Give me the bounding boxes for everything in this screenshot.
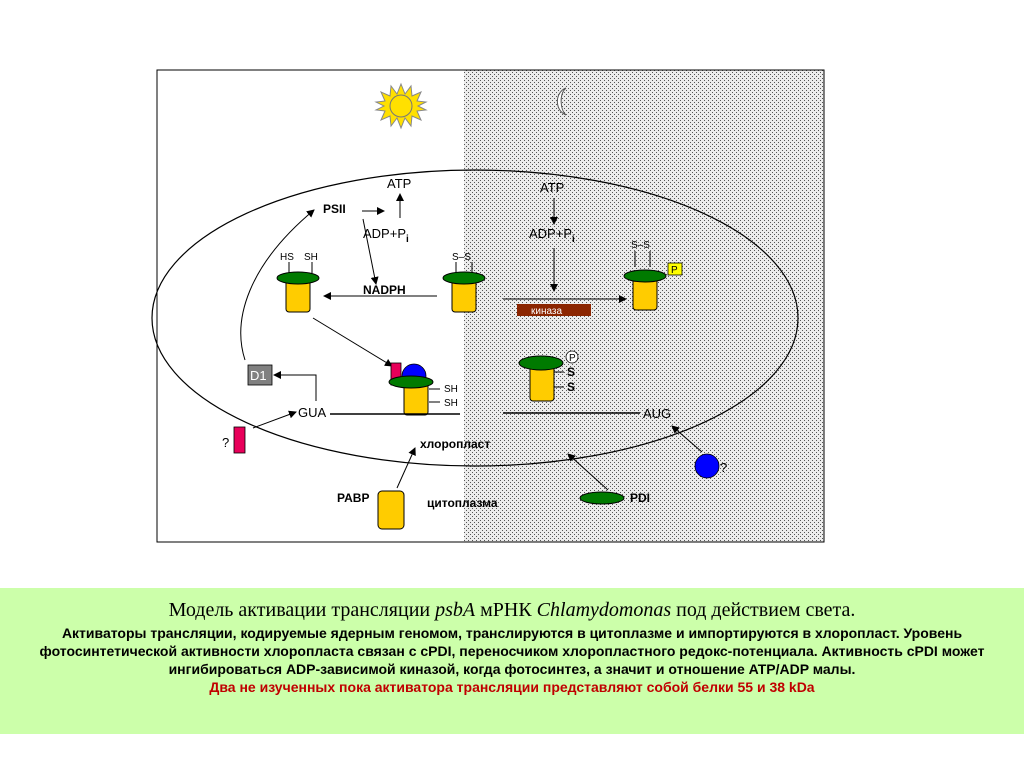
atp-right-label: ATP — [540, 180, 564, 195]
adp-pi-left-label: ADP+Pi — [363, 226, 409, 245]
q-left-label: ? — [222, 435, 229, 450]
atp-left-label: ATP — [387, 176, 411, 191]
pabp-protein — [377, 490, 405, 530]
reduced-to-complex-arrow — [312, 317, 393, 367]
caption-body: Активаторы трансляции, кодируемые ядерны… — [39, 625, 985, 677]
unknown-blue-factor — [694, 453, 720, 479]
blue-import-arrow — [671, 425, 703, 453]
sh2-label: SH — [444, 398, 458, 409]
s2-label: S — [567, 380, 575, 394]
pdi-import-arrow — [567, 453, 609, 491]
phospho-badge-label: P — [671, 265, 678, 276]
gua-to-d1-arrow — [273, 371, 317, 401]
s-protein-cap — [518, 355, 564, 371]
sh-label: SH — [304, 252, 318, 263]
kinase-label: киназа — [531, 306, 563, 317]
chloroplast-label: хлоропласт — [420, 437, 490, 451]
moon-icon — [556, 87, 567, 116]
chloroplast-envelope — [151, 169, 799, 467]
pdi-label: PDI — [630, 491, 650, 505]
caption-title-gene: psbA — [435, 599, 476, 621]
aug-label: AUG — [643, 406, 671, 421]
psii-label: PSII — [323, 202, 346, 216]
pdi-reduced-cap — [276, 271, 320, 285]
nadph-label: NADPH — [363, 283, 406, 297]
q-right-label: ? — [720, 460, 727, 475]
diagram-frame — [156, 69, 825, 543]
pabp-import-arrow — [396, 447, 416, 489]
sh1-label: SH — [444, 384, 458, 395]
p-circle — [565, 350, 579, 364]
d1-to-psii-path — [240, 209, 315, 361]
complex-green-cap — [388, 375, 434, 389]
gua-label: GUA — [298, 405, 327, 420]
pdi-oxidized-cap — [442, 271, 486, 285]
caption-title: Модель активации трансляции psbA мРНК Ch… — [14, 598, 1010, 622]
ss-mid-label: S–S — [452, 252, 471, 263]
cytoplasm-label: цитоплазма — [427, 496, 498, 510]
caption-note: Два не изученных пока активатора трансля… — [209, 679, 815, 695]
caption-title-pre: Модель активации трансляции — [168, 599, 436, 621]
ss-right-label: S–S — [631, 240, 650, 251]
adp-pi-right-label: ADP+Pi — [529, 226, 575, 245]
hs-label: HS — [280, 252, 294, 263]
caption-title-post: под действием света. — [671, 599, 856, 621]
caption-title-organism: Chlamydomonas — [536, 599, 672, 621]
psii-to-nadph-arrow — [362, 218, 379, 285]
phospho-badge — [667, 262, 683, 276]
pdi-phospho-cap — [623, 269, 667, 283]
caption-title-mid: мРНК — [475, 599, 537, 621]
s-protein-body — [529, 365, 555, 402]
unknown-pink-factor — [233, 426, 246, 454]
pdi-cyto-protein — [579, 491, 625, 505]
sun-icon — [374, 82, 428, 130]
d1-box — [247, 364, 273, 386]
kinase-box — [517, 304, 591, 316]
d1-label: D1 — [250, 368, 267, 383]
s1-label: S — [567, 365, 575, 379]
caption-panel: Модель активации трансляции psbA мРНК Ch… — [0, 588, 1024, 734]
pink-import-arrow — [252, 410, 297, 429]
p-circle-label: P — [569, 353, 576, 364]
pabp-label: PABP — [337, 491, 369, 505]
